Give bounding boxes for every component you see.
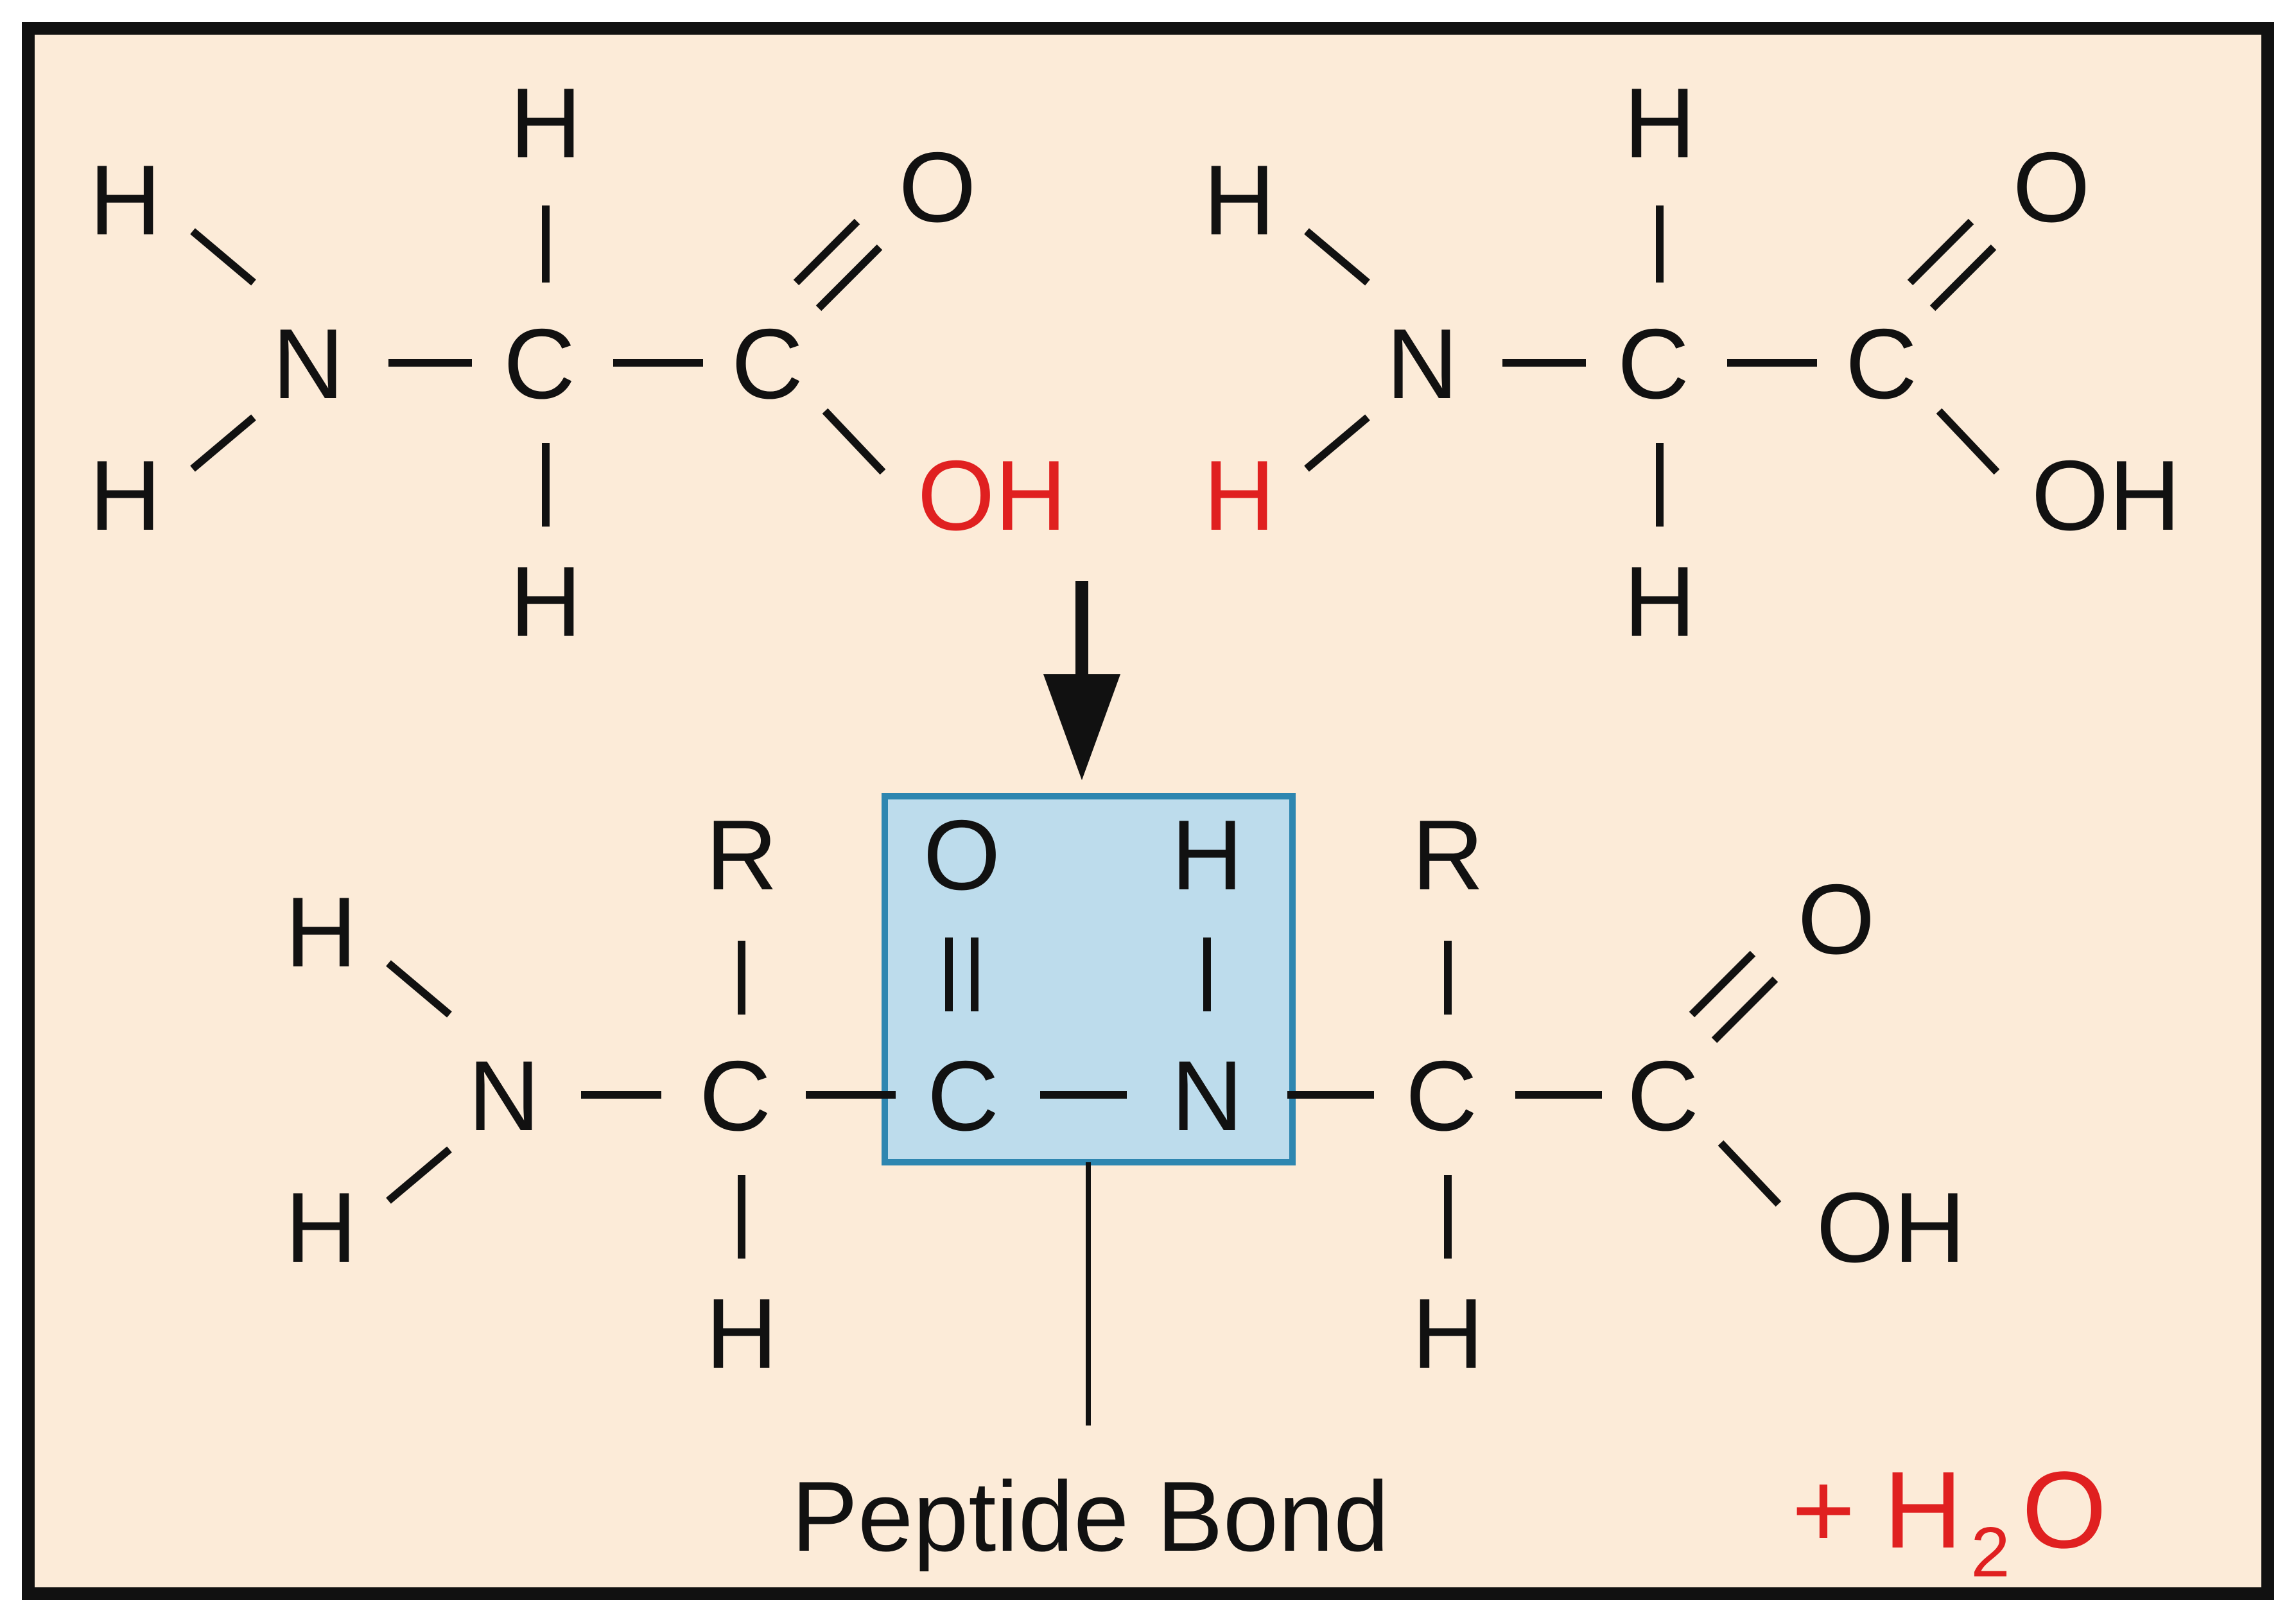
atom-h-alpha1: H [706,1278,778,1389]
bond-n-h-top [386,960,452,1018]
atom-r2: R [1412,799,1484,911]
amino-acid-2: N C C H H H H O OH [1203,67,2180,657]
atom-h-alpha-top: H [1624,67,1696,179]
atom-c-carboxyl: C [1845,308,1917,419]
atom-h-amine-top: H [1203,144,1275,256]
atom-h-alpha-bottom: H [1624,546,1696,657]
atom-c-alpha2: C [1405,1040,1477,1151]
atom-c-carboxyl: C [731,308,803,419]
water-subscript: 2 [1970,1513,2010,1592]
amino-acid-1: N C C H H H H O OH [89,67,1066,657]
atom-oh: OH [1816,1172,1966,1283]
bond-c-oh [1718,1140,1782,1207]
bond-n-h-bottom [386,1146,452,1204]
atom-o-double: O [2013,132,2091,243]
bond-n-h-bottom [190,414,256,472]
atom-h-alpha2: H [1412,1278,1484,1389]
water-byproduct: + H 2 O [1791,1449,2107,1592]
atom-h-amide: H [1171,799,1243,911]
atom-r1: R [706,799,778,911]
bond-n-h-top [190,228,256,286]
bond-n-h-bottom [1304,414,1370,472]
atom-c-alpha1: C [699,1040,771,1151]
bond-c-o-double-b [1711,976,1779,1043]
atom-oh-removed: OH [918,440,1067,551]
water-h: H [1884,1449,1963,1571]
atom-n: N [272,308,344,419]
atom-h-amine-top: H [285,876,357,988]
water-plus: + [1791,1449,1855,1571]
bond-c-o-double-a [793,218,860,286]
bond-n-h-top [1304,228,1370,286]
reaction-arrow [1043,581,1120,780]
atom-o-carbonyl: O [923,799,1001,911]
dipeptide: N C C N C C H H R H O H R H O OH [285,799,1965,1389]
atom-n2: N [1171,1040,1243,1151]
bond-c-oh [822,408,886,475]
atom-oh: OH [2031,440,2181,551]
atom-h-amine-top: H [89,144,161,256]
bond-c-o-double-b [1929,244,1997,311]
atom-c-alpha: C [1617,308,1689,419]
atom-c-carboxyl: C [1627,1040,1699,1151]
atom-h-amine-bottom: H [285,1172,357,1283]
bond-c-oh [1936,408,2000,475]
water-o: O [2022,1449,2107,1571]
atom-c-carbonyl: C [927,1040,999,1151]
atom-h-amine-bottom: H [89,440,161,551]
atom-h-alpha-bottom: H [510,546,582,657]
bond-c-o-double-b [815,244,883,311]
atom-n: N [1386,308,1458,419]
atom-n1: N [468,1040,540,1151]
atom-h-alpha-top: H [510,67,582,179]
atom-c-alpha: C [503,308,575,419]
peptide-bond-label: Peptide Bond [792,1461,1389,1572]
atom-o-double: O [1798,864,1875,975]
bond-c-o-double-a [1907,218,1974,286]
atom-o-double: O [899,132,977,243]
atom-h-amine-removed: H [1203,440,1275,551]
bond-c-o-double-a [1689,950,1756,1018]
